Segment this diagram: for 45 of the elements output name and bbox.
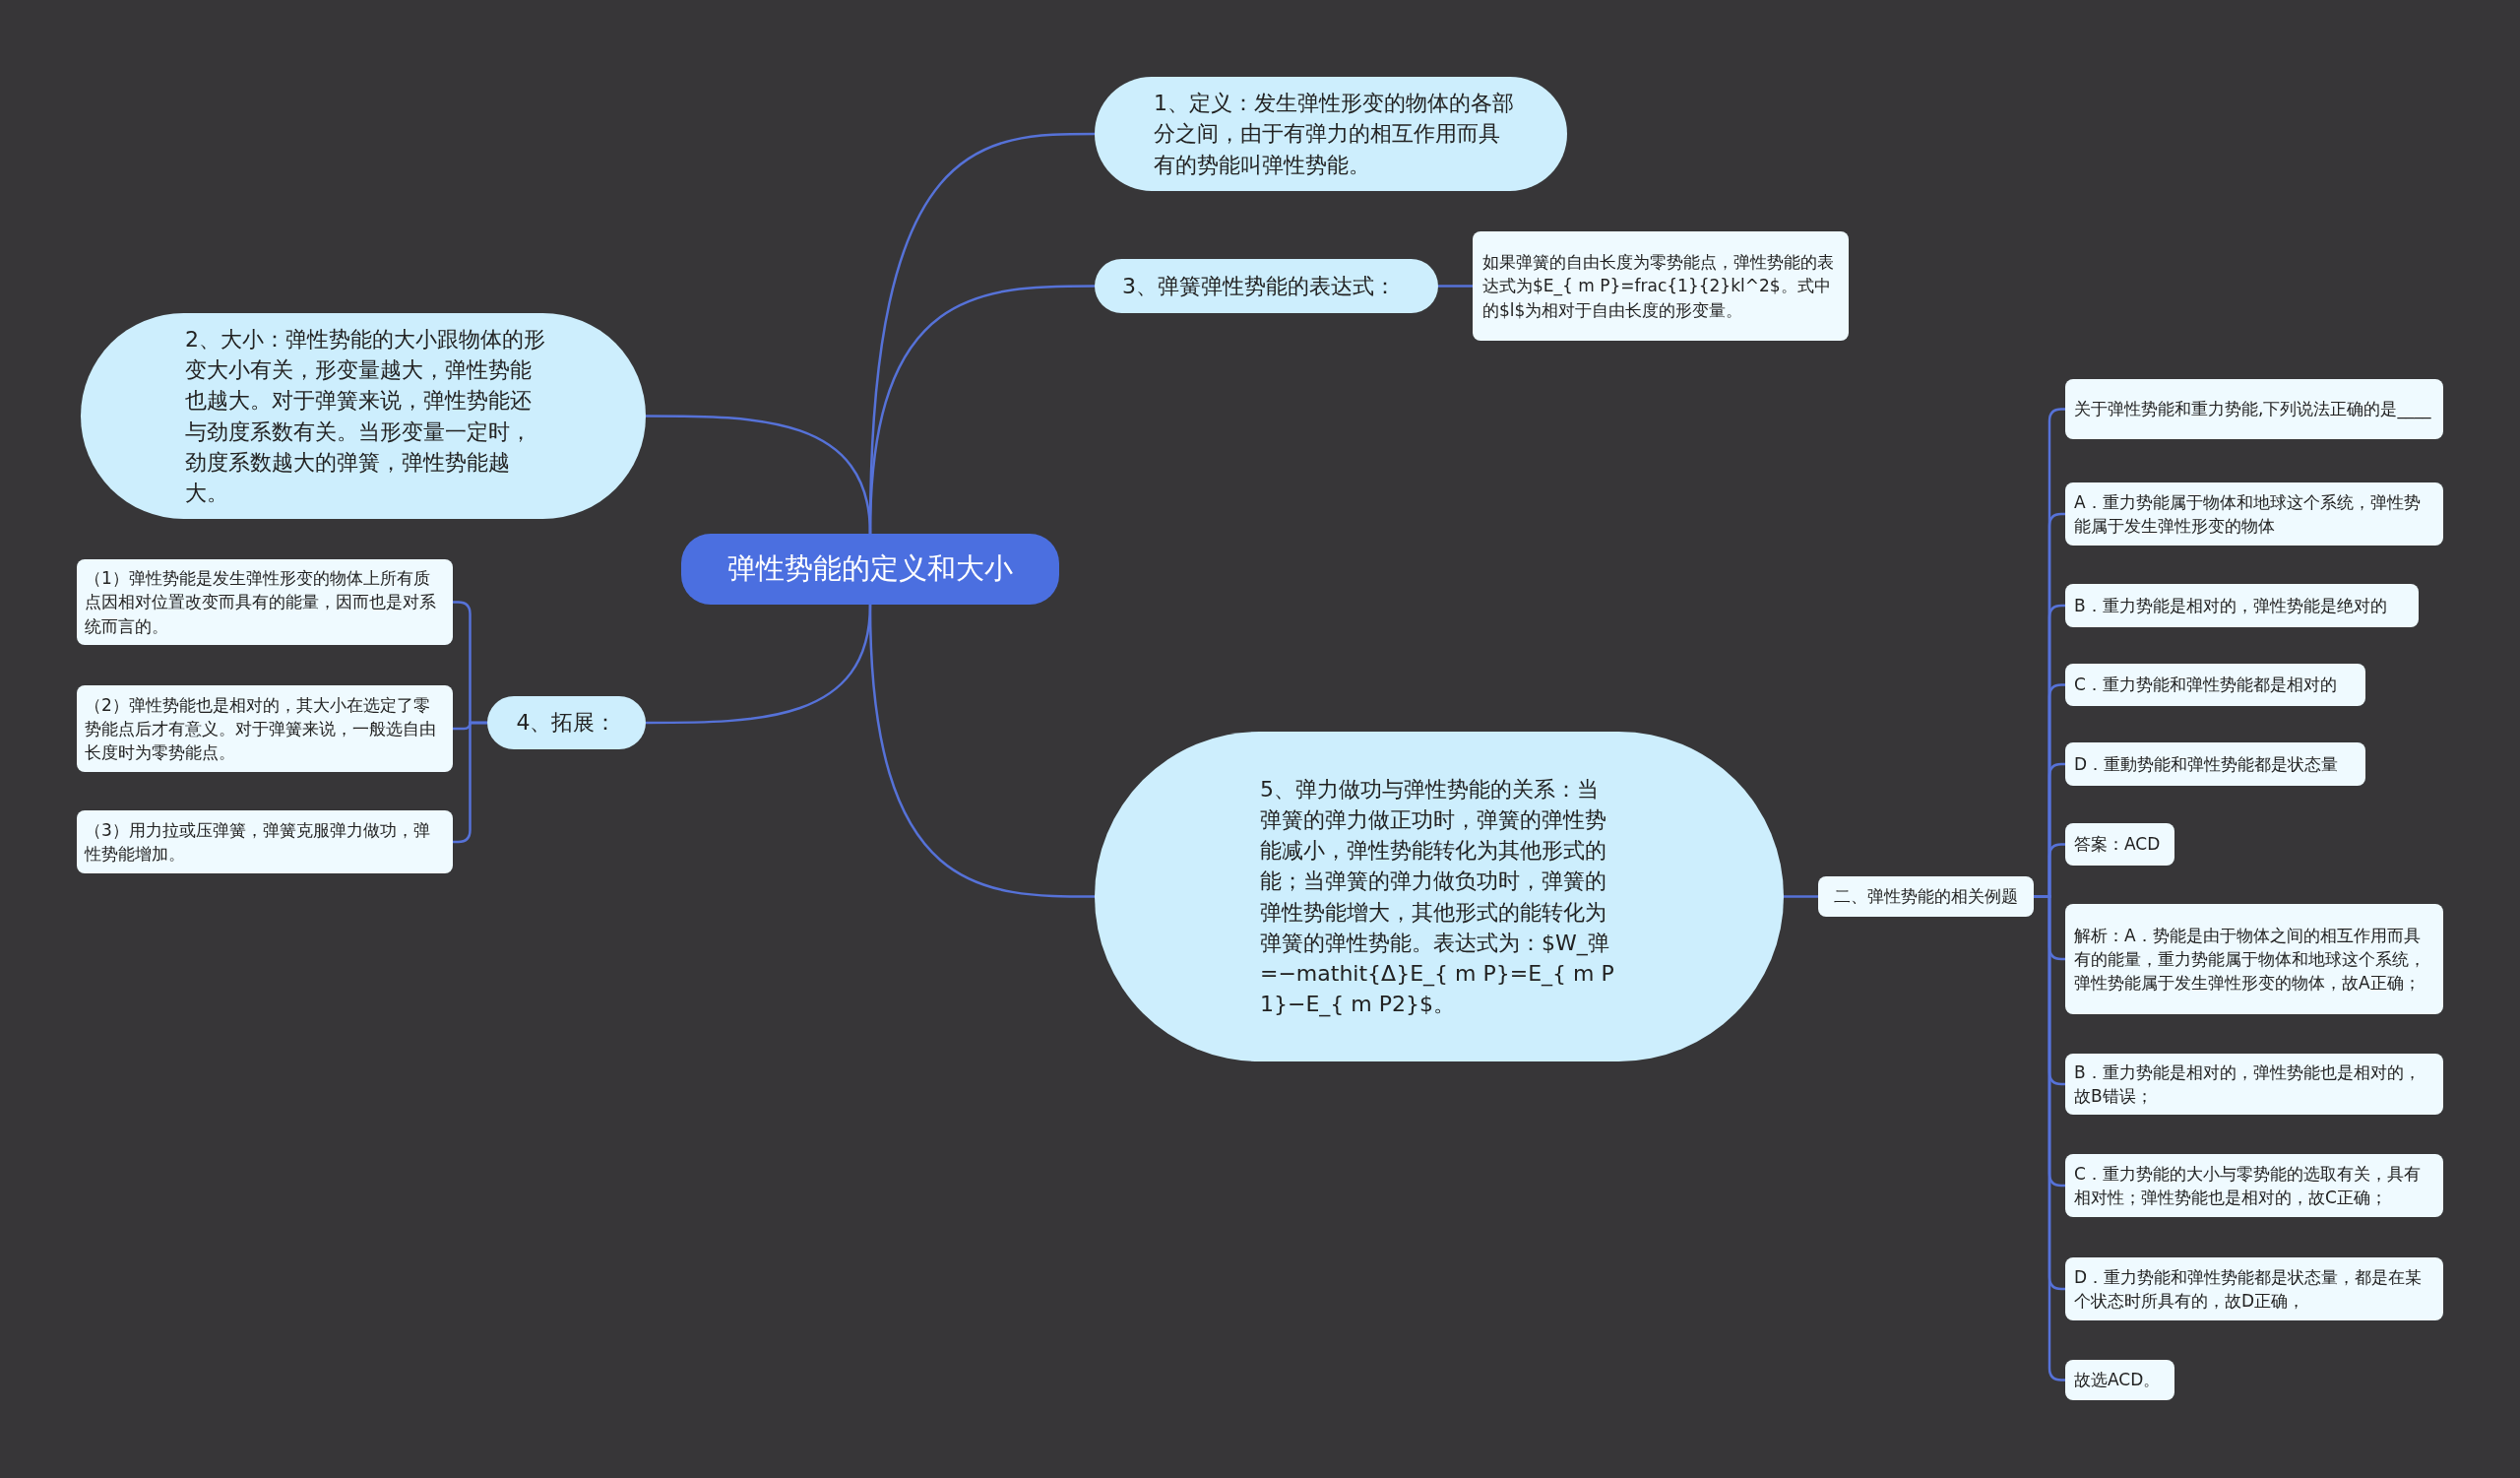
node-text: 解析：A．势能是由于物体之间的相互作用而具有的能量，重力势能属于物体和地球这个系统，弹性势能属于发生弹性形变的物体，故A正确； <box>2074 924 2426 996</box>
topic-pill <box>487 696 646 749</box>
note-card <box>2065 742 2365 786</box>
node-text: C．重力势能的大小与零势能的选取有关，具有相对性；弹性势能也是相对的，故C正确； <box>2074 1162 2422 1209</box>
note-card <box>2065 823 2174 866</box>
node-text: （2）弹性势能也是相对的，其大小在选定了零势能点后才有意义。对于弹簧来说，一般选自由长度时为零势能点。 <box>85 693 437 765</box>
note-card <box>77 559 453 645</box>
note-card <box>1473 231 1849 341</box>
node-text: 1、定义：发生弹性形变的物体的各部分之间，由于有弹力的相互作用而具有的势能叫弹性势能。 <box>1154 90 1515 179</box>
node-text: 3、弹簧弹性势能的表达式： <box>1122 272 1397 300</box>
note-card <box>2065 1257 2443 1320</box>
note-card <box>2065 379 2443 439</box>
node-text: 2、大小：弹性势能的大小跟物体的形变大小有关，形变量越大，弹性势能也越大。对于弹簧来说，弹性势能还与劲度系数有关。当形变量一定时，劲度系数越大的弹簧，弹性势能越大。 <box>185 325 546 507</box>
node-text: 二、弹性势能的相关例题 <box>1833 885 2019 909</box>
node-text: B．重力势能是相对的，弹性势能是绝对的 <box>2074 594 2388 617</box>
node-text: 4、拓展： <box>515 709 618 738</box>
node-text: 如果弹簧的自由长度为零势能点，弹性势能的表达式为$E_{ m P}=frac{1}{2}kl^2$。式中的$l$为相对于自由长度的形变量。 <box>1482 251 1835 322</box>
note-card <box>2065 904 2443 1014</box>
connector-line <box>1784 895 1818 898</box>
note-card <box>2065 584 2419 627</box>
note-card <box>77 810 453 873</box>
node-text: （1）弹性势能是发生弹性形变的物体上所有质点因相对位置改变而具有的能量，因而也是对系统而言的。 <box>85 567 437 638</box>
node-text: A．重力势能属于物体和地球这个系统，弹性势能属于发生弹性形变的物体 <box>2074 490 2422 538</box>
node-text: 答案：ACD <box>2074 833 2162 857</box>
note-card <box>2065 1154 2443 1217</box>
note-card <box>2065 482 2443 546</box>
note-card <box>2065 1360 2174 1400</box>
node-text: 弹性势能的定义和大小 <box>726 550 1014 588</box>
node-text: D．重力势能和弹性势能都是状态量，都是在某个状态时所具有的，故D正确， <box>2074 1265 2424 1313</box>
node-text: D．重動势能和弹性势能都是状态量 <box>2074 752 2340 776</box>
topic-pill <box>1095 259 1438 313</box>
node-text: 关于弹性势能和重力势能,下列说法正确的是____ <box>2074 398 2432 421</box>
note-card <box>77 685 453 772</box>
node-text: 故选ACD。 <box>2074 1369 2162 1392</box>
node-text: C．重力势能和弹性势能都是相对的 <box>2074 674 2338 697</box>
connector-line <box>1438 285 1473 288</box>
node-text: （3）用力拉或压弹簧，弹簧克服弹力做功，弹性势能增加。 <box>85 818 431 866</box>
note-card <box>1818 876 2034 917</box>
node-text: 5、弹力做功与弹性势能的关系：当弹簧的弹力做正功时，弹簧的弹性势能减小，弹性势能转化为其他形式的能；当弹簧的弹力做负功时，弹簧的弹性势能增大，其他形式的能转化为弹簧的弹性势能。表达式为：$W_弹=−mathit{Δ}E_{ m P}=E_{ m P1}−E_{ m P2}$。 <box>1260 775 1615 1019</box>
note-card <box>2065 664 2365 706</box>
node-text: B．重力势能是相对的，弹性势能也是相对的，故B错误； <box>2074 1060 2422 1108</box>
connector-line <box>646 415 872 535</box>
central-topic <box>681 534 1059 605</box>
connector-line <box>868 604 1095 898</box>
note-card <box>2065 1054 2443 1115</box>
